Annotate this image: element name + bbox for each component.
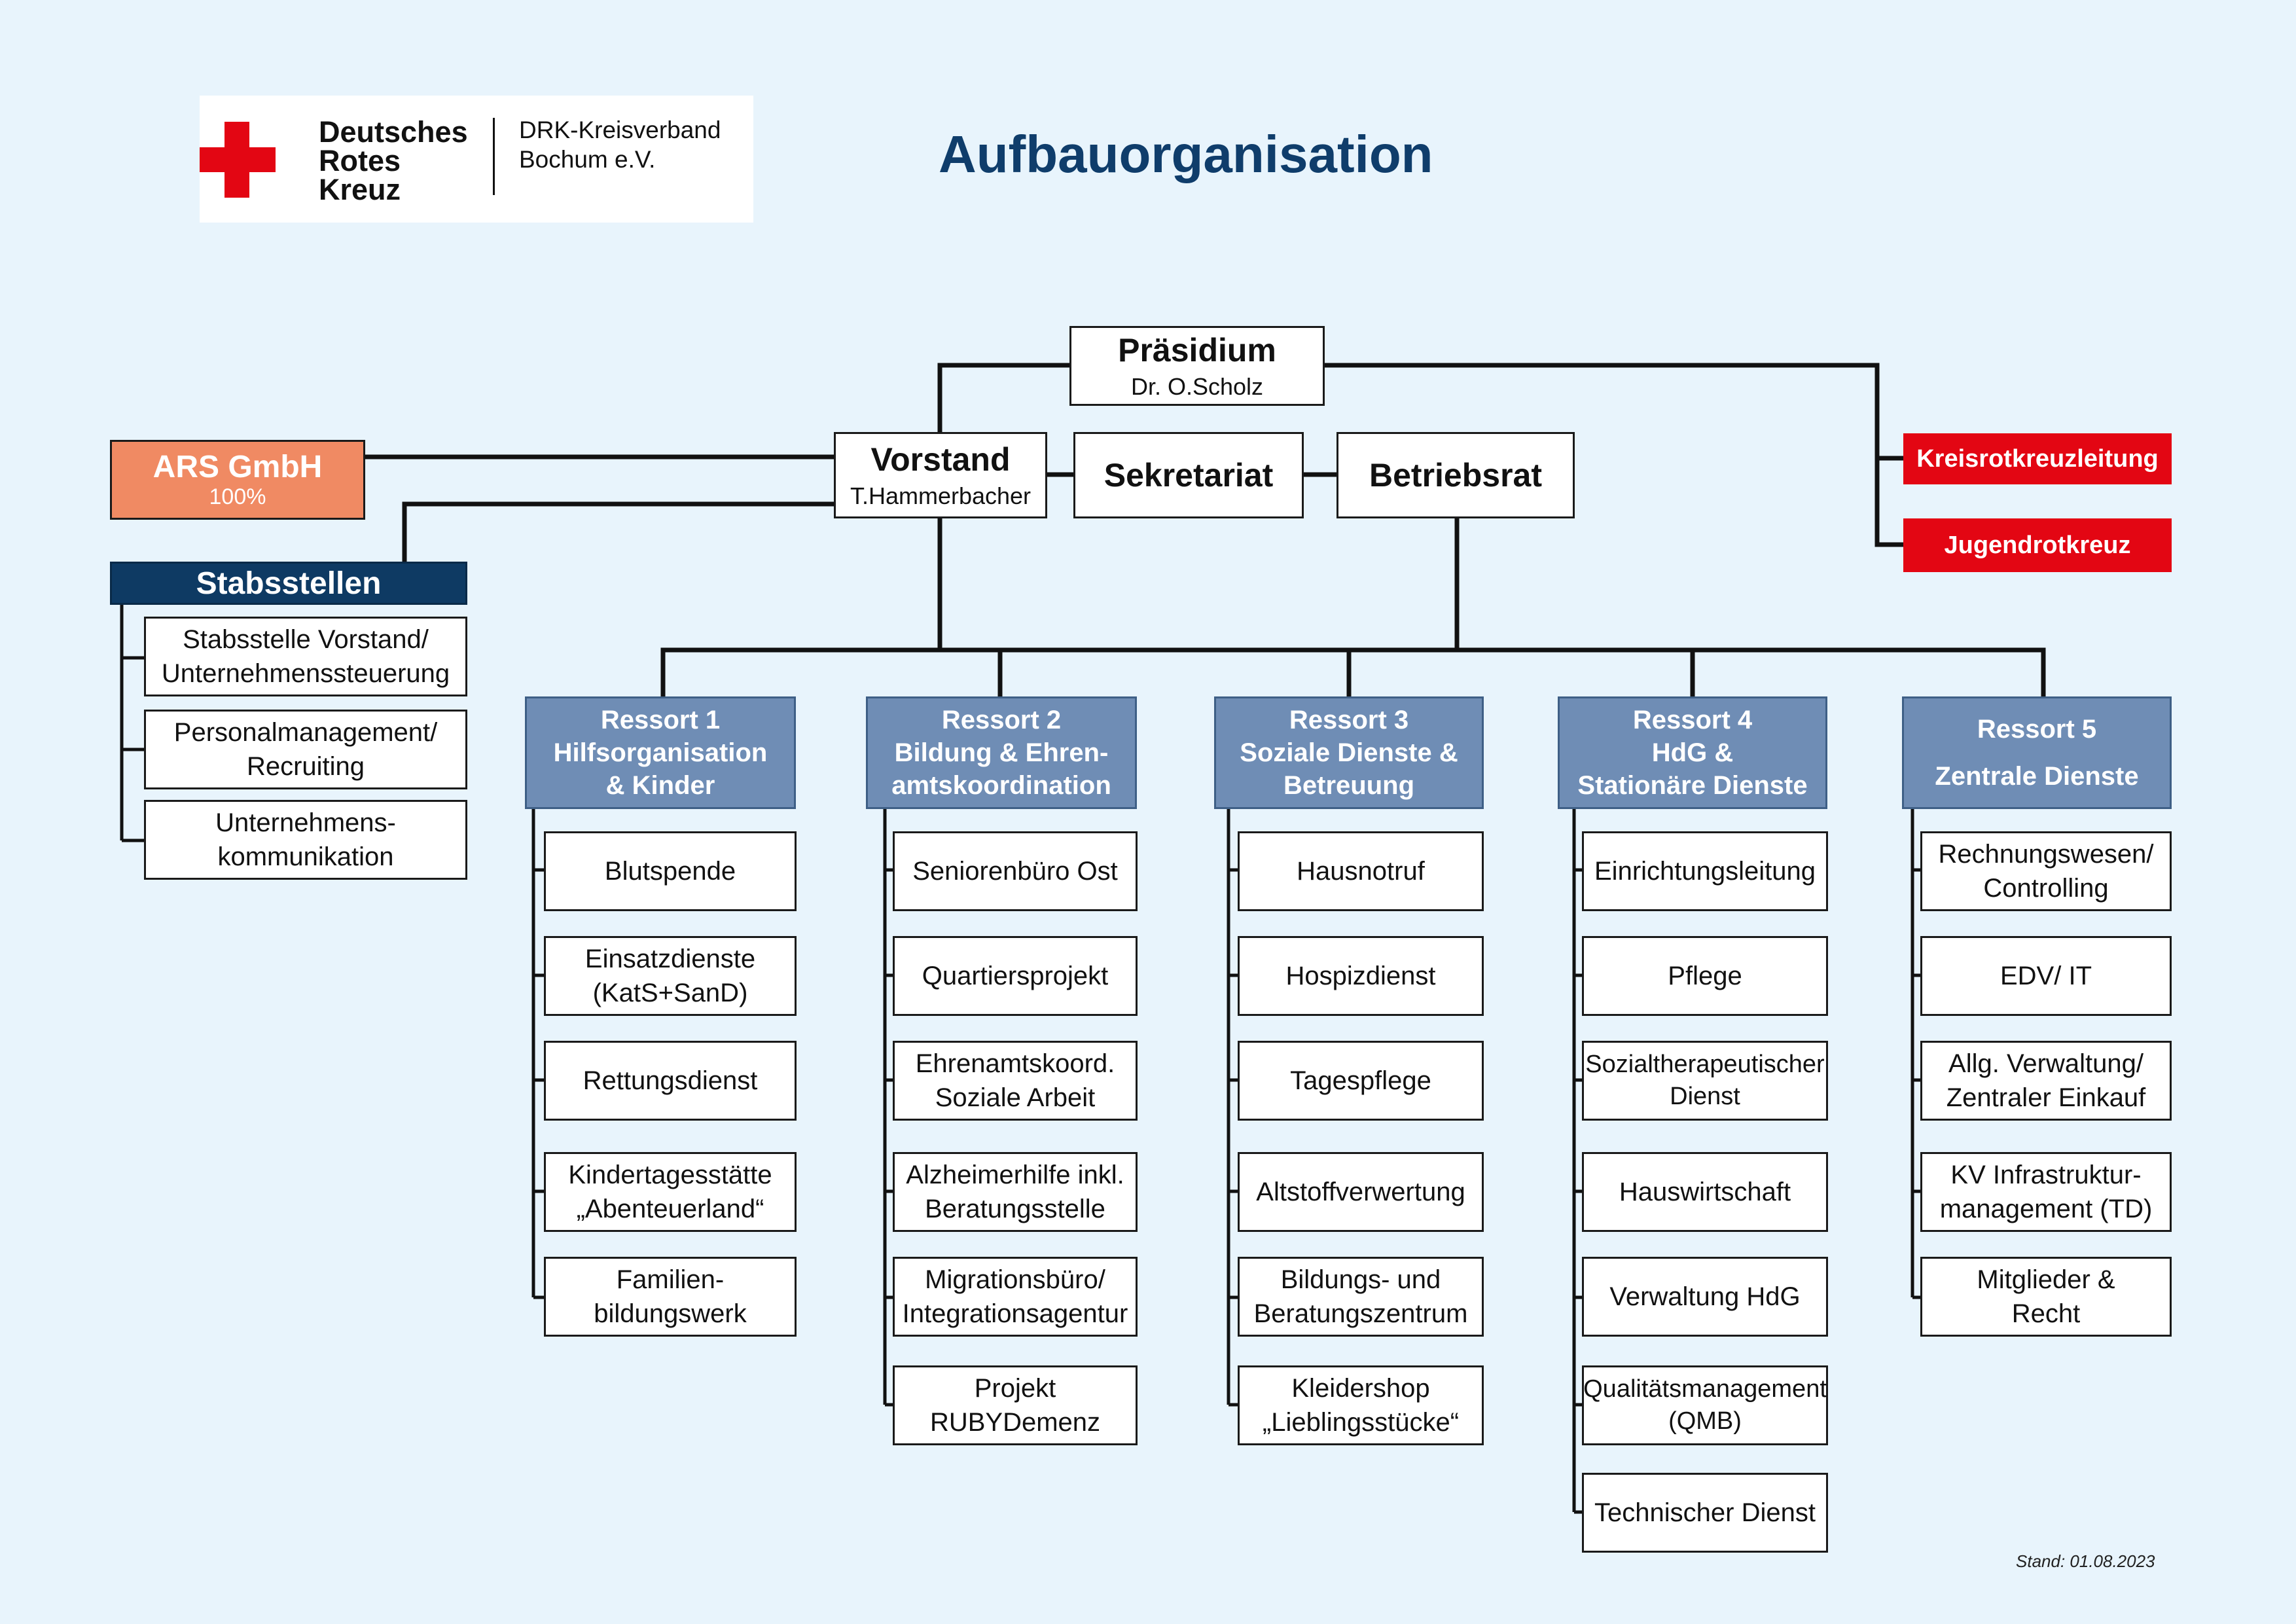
ressort-3-item: Kleidershop„Lieblingsstücke“ xyxy=(1238,1365,1484,1445)
kreisverband-name: DRK-Kreisverband Bochum e.V. xyxy=(519,117,721,173)
ressort-2-item: Ehrenamtskoord.Soziale Arbeit xyxy=(893,1041,1138,1121)
ressort-5-item: KV Infrastruktur-management (TD) xyxy=(1920,1152,2172,1232)
stand-date: Stand: 01.08.2023 xyxy=(2016,1551,2155,1571)
vorstand-person: T.Hammerbacher xyxy=(850,482,1031,510)
ars-gmbh-box: ARS GmbH 100% xyxy=(110,440,365,520)
ressort-5-item: Mitglieder &Recht xyxy=(1920,1257,2172,1337)
page-title: Aufbauorganisation xyxy=(939,125,1433,183)
ressort-1-item: Kindertagesstätte„Abenteuerland“ xyxy=(544,1152,797,1232)
unternehmenskommunikation-box: Unternehmens- kommunikation xyxy=(144,800,467,880)
ressort-5-item: Allg. Verwaltung/Zentraler Einkauf xyxy=(1920,1041,2172,1121)
ressort-3-header: Ressort 3 Soziale Dienste & Betreuung xyxy=(1214,696,1484,809)
ressort-1-item: Blutspende xyxy=(544,831,797,911)
drk-logo: Deutsches Rotes Kreuz DRK-Kreisverband B… xyxy=(200,96,753,223)
ressort-2-header: Ressort 2 Bildung & Ehren- amtskoordinat… xyxy=(866,696,1137,809)
jugendrotkreuz-box: Jugendrotkreuz xyxy=(1903,518,2172,572)
ressort-4-item: Technischer Dienst xyxy=(1582,1473,1828,1553)
ressort-4-item: Pflege xyxy=(1582,936,1828,1016)
praesidium-title: Präsidium xyxy=(1118,332,1276,369)
red-cross-bar xyxy=(200,147,276,172)
stabsstellen-header: Stabsstellen xyxy=(110,562,467,605)
ressort-5-header: Ressort 5 Zentrale Dienste xyxy=(1902,696,2172,809)
ressort-2-item: Alzheimerhilfe inkl.Beratungsstelle xyxy=(893,1152,1138,1232)
ressort-3-item: Hausnotruf xyxy=(1238,831,1484,911)
sekretariat-box: Sekretariat xyxy=(1073,432,1304,518)
ressort-4-item: Hauswirtschaft xyxy=(1582,1152,1828,1232)
ressort-3-item: Altstoffverwertung xyxy=(1238,1152,1484,1232)
logo-divider xyxy=(493,118,495,195)
ressort-4-item: Einrichtungsleitung xyxy=(1582,831,1828,911)
ressort-5-item: EDV/ IT xyxy=(1920,936,2172,1016)
betriebsrat-box: Betriebsrat xyxy=(1336,432,1575,518)
ressort-1-item: Rettungsdienst xyxy=(544,1041,797,1121)
ressort-2-item: Seniorenbüro Ost xyxy=(893,831,1138,911)
ars-share: 100% xyxy=(209,484,266,509)
ressort-1-item: Einsatzdienste(KatS+SanD) xyxy=(544,936,797,1016)
personalmanagement-box: Personalmanagement/ Recruiting xyxy=(144,710,467,789)
vorstand-title: Vorstand xyxy=(870,441,1011,478)
ressort-1-header: Ressort 1 Hilfsorganisation & Kinder xyxy=(525,696,796,809)
ressort-5-item: Rechnungswesen/Controlling xyxy=(1920,831,2172,911)
kreisrotkreuzleitung-box: Kreisrotkreuzleitung xyxy=(1903,433,2172,484)
ressort-3-item: Tagespflege xyxy=(1238,1041,1484,1121)
ressort-4-item: Qualitätsmanagement(QMB) xyxy=(1582,1365,1828,1445)
drk-org-name: Deutsches Rotes Kreuz xyxy=(319,115,468,206)
ressort-1-item: Familien-bildungswerk xyxy=(544,1257,797,1337)
stabsstelle-vorstand-box: Stabsstelle Vorstand/ Unternehmenssteuer… xyxy=(144,617,467,696)
ressort-2-item: Quartiersprojekt xyxy=(893,936,1138,1016)
ressort-3-item: Hospizdienst xyxy=(1238,936,1484,1016)
praesidium-person: Dr. O.Scholz xyxy=(1130,373,1264,401)
ars-name: ARS GmbH xyxy=(152,449,323,484)
praesidium-box: Präsidium Dr. O.Scholz xyxy=(1069,326,1325,406)
ressort-4-item: Verwaltung HdG xyxy=(1582,1257,1828,1337)
vorstand-box: Vorstand T.Hammerbacher xyxy=(834,432,1047,518)
ressort-2-item: Migrationsbüro/Integrationsagentur xyxy=(893,1257,1138,1337)
ressort-4-header: Ressort 4 HdG & Stationäre Dienste xyxy=(1558,696,1827,809)
